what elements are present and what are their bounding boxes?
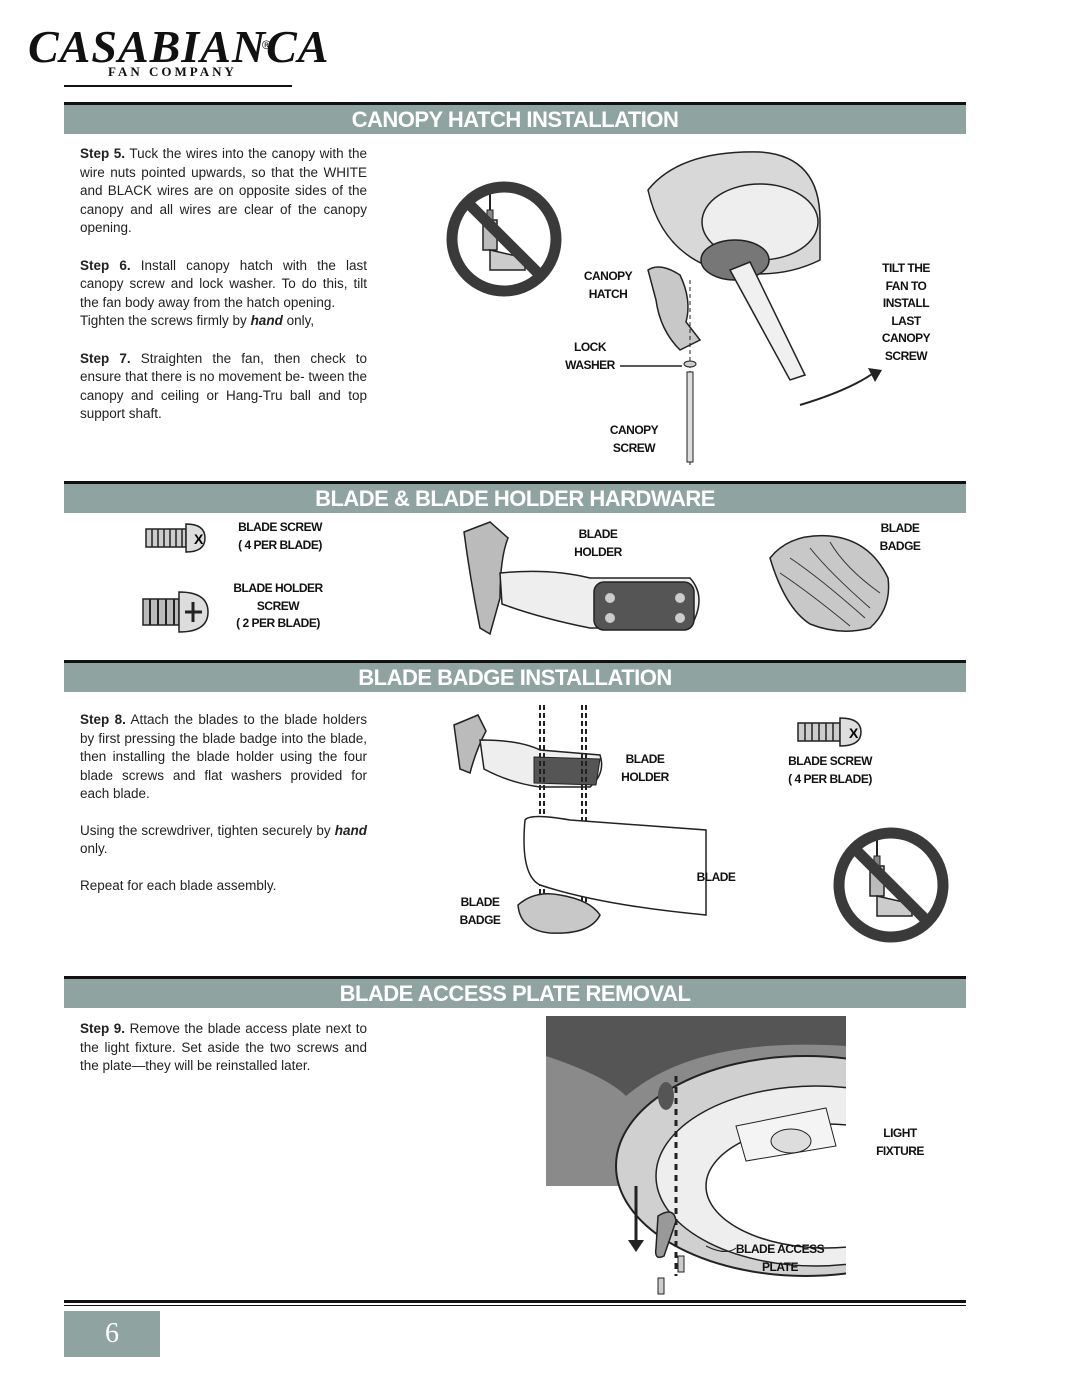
step6-label: Step 6. — [80, 257, 131, 273]
canopy-hatch-steps: Step 5. Tuck the wires into the canopy w… — [80, 145, 367, 443]
step8-note-a: Using the screwdriver, tighten securely … — [80, 822, 335, 838]
step7-text: Straighten the fan, then check to ensure… — [80, 350, 367, 422]
canopy-hatch-illustration — [620, 151, 882, 465]
step6-text: Install canopy hatch with the last canop… — [80, 257, 367, 310]
logo-brand: CASABIANCA — [28, 21, 330, 72]
step9-label: Step 9. — [80, 1021, 126, 1036]
section-title-canopy-hatch: CANOPY HATCH INSTALLATION — [64, 102, 966, 134]
step8-label: Step 8. — [80, 712, 126, 727]
blade-badge-assembly-illustration — [453, 705, 707, 934]
page-number: 6 — [64, 1311, 160, 1357]
logo-registered-mark: ® — [262, 38, 271, 52]
blade-screw-icon-install: X — [797, 717, 862, 747]
step8-note-b: only. — [80, 841, 108, 856]
footer-rule — [64, 1300, 966, 1306]
svg-text:X: X — [194, 531, 204, 547]
no-power-drill-icon — [446, 181, 562, 297]
casablanca-logo: CASABIANCA ® FAN COMPANY — [28, 20, 328, 100]
blade-holder-screw-icon — [142, 591, 209, 633]
label-blade-screw-install: BLADE SCREW( 4 PER BLADE) — [788, 754, 872, 786]
step5-label: Step 5. — [80, 146, 126, 161]
step5-text: Tuck the wires into the canopy with the … — [80, 146, 367, 235]
label-blade-screw-hw: BLADE SCREW( 4 PER BLADE) — [238, 520, 322, 552]
step6-note-b: only, — [282, 313, 315, 328]
access-plate-steps: Step 9. Remove the blade access plate ne… — [80, 1020, 367, 1095]
logo-tagline: FAN COMPANY — [108, 64, 237, 79]
step6-note-a: Tighten the screws firmly by — [80, 313, 251, 328]
blade-holder-illustration — [463, 521, 700, 636]
blade-screw-icon: X — [145, 523, 206, 553]
step8-note-emphasis: hand — [334, 822, 367, 838]
step8-repeat: Repeat for each blade assembly. — [80, 877, 277, 893]
step6-note-emphasis: hand — [250, 313, 283, 328]
badge-install-steps: Step 8. Attach the blades to the blade h… — [80, 711, 367, 914]
label-blade: BLADE — [696, 870, 736, 884]
section-title-access-plate: BLADE ACCESS PLATE REMOVAL — [64, 976, 966, 1008]
section-title-badge-install: BLADE BADGE INSTALLATION — [64, 660, 966, 692]
blade-badge-illustration — [769, 534, 890, 632]
section-title-hardware: BLADE & BLADE HOLDER HARDWARE — [64, 481, 966, 513]
no-power-drill-icon-2 — [833, 827, 949, 943]
step8-text: Attach the blades to the blade holders b… — [80, 712, 367, 801]
step9-text: Remove the blade access plate next to th… — [80, 1021, 367, 1073]
step7-label: Step 7. — [80, 350, 131, 366]
logo-underline — [64, 85, 292, 87]
access-plate-illustration — [546, 1016, 846, 1295]
svg-text:X: X — [849, 725, 859, 741]
